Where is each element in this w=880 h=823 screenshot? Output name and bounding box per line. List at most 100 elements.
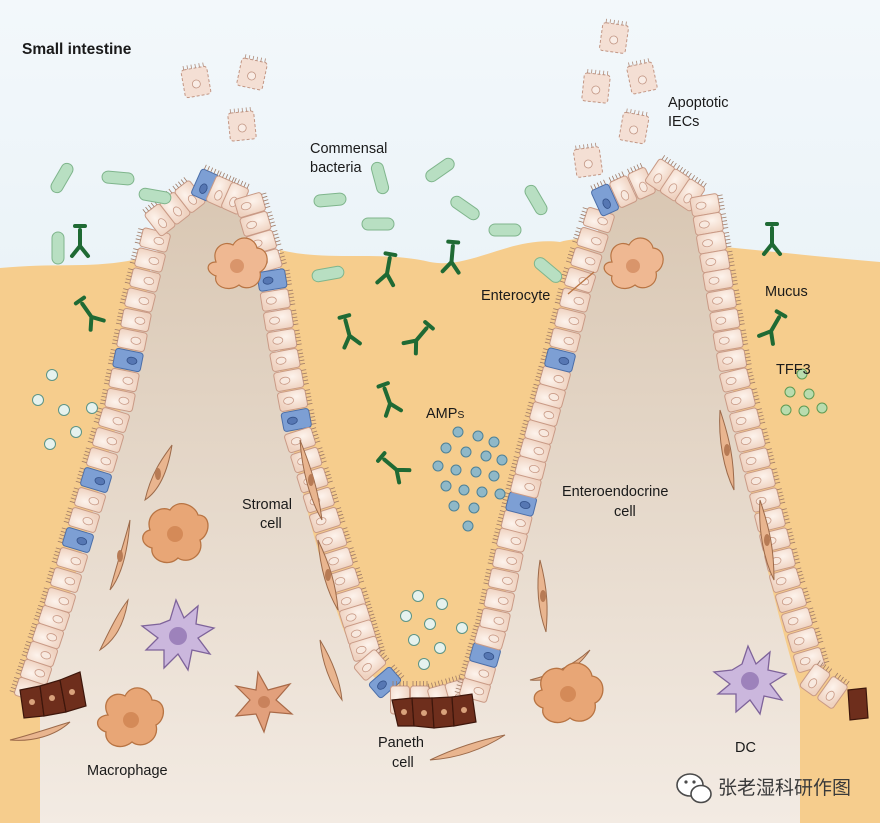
- microvillus: [782, 511, 788, 514]
- microvillus: [766, 448, 772, 451]
- antibody-shape: [375, 251, 398, 288]
- microvillus: [82, 457, 88, 460]
- microvillus: [761, 428, 767, 431]
- microvillus: [338, 513, 344, 517]
- microvillus: [87, 440, 93, 444]
- microvillus: [399, 675, 405, 680]
- microvillus: [311, 427, 317, 430]
- epithelial-cell: [692, 212, 729, 236]
- microvillus: [757, 411, 763, 414]
- epithelial-cell: [699, 249, 735, 274]
- microvillus: [370, 617, 376, 620]
- microvillus: [54, 550, 60, 554]
- microvillus: [688, 172, 692, 178]
- cell-nucleus: [106, 437, 118, 446]
- microvillus: [303, 382, 309, 385]
- microvillus: [131, 255, 137, 258]
- cell-nucleus: [112, 417, 124, 426]
- microvillus: [803, 590, 809, 594]
- epithelial-cell: [549, 307, 586, 333]
- microvillus: [484, 579, 490, 581]
- microvillus: [83, 454, 89, 457]
- microvillus: [499, 510, 505, 513]
- microvillus: [120, 298, 126, 301]
- cell-nucleus: [825, 690, 835, 701]
- microvillus: [496, 523, 502, 526]
- microvillus: [178, 181, 182, 186]
- microvillus: [506, 484, 512, 487]
- microvillus: [78, 470, 84, 474]
- cell-nucleus: [519, 500, 531, 509]
- microvillus: [754, 398, 760, 401]
- antibody: [440, 239, 461, 275]
- microvillus: [647, 58, 650, 63]
- microvillus: [501, 502, 507, 505]
- epithelial-cell: [45, 567, 82, 593]
- microvillus: [237, 179, 240, 185]
- cell-nucleus: [488, 634, 500, 643]
- cell-nucleus: [130, 336, 142, 345]
- microvillus: [91, 427, 97, 430]
- microvillus: [520, 429, 526, 433]
- antibody: [401, 320, 435, 356]
- microvillus: [377, 639, 383, 642]
- cell-nucleus: [240, 202, 252, 211]
- microvillus: [468, 642, 474, 645]
- epithelial-cell: [129, 247, 166, 273]
- cell-nucleus: [64, 577, 76, 586]
- microvillus: [298, 352, 304, 355]
- microvillus: [332, 493, 338, 497]
- microvillus: [562, 270, 568, 273]
- tff3-particles: [780, 368, 828, 417]
- microvillus: [694, 177, 698, 182]
- epithelial-cell: [51, 547, 88, 573]
- microvillus: [118, 309, 124, 311]
- microvillus: [724, 235, 730, 238]
- microvillus: [12, 680, 18, 683]
- microvillus: [355, 570, 362, 573]
- microvillus: [301, 369, 307, 371]
- cell-nucleus: [524, 482, 535, 491]
- epithelial-cell: [524, 401, 561, 427]
- epithelial-cell: [63, 507, 100, 533]
- microvillus: [132, 251, 138, 254]
- microvillus: [128, 268, 134, 271]
- label-apoptotic-iecs-line2: IECs: [668, 114, 699, 130]
- microvillus: [274, 236, 280, 239]
- microvillus: [269, 221, 275, 224]
- microvillus: [793, 555, 799, 558]
- microvillus: [615, 174, 618, 180]
- cell-nucleus: [275, 356, 287, 365]
- microvillus: [476, 615, 482, 618]
- microvillus: [582, 207, 588, 210]
- microvillus: [553, 308, 559, 311]
- microvillus: [509, 474, 515, 477]
- microvillus: [64, 517, 70, 520]
- microvillus: [806, 600, 812, 604]
- cell-nucleus: [502, 576, 513, 585]
- microvillus: [820, 647, 826, 650]
- microvillus: [485, 572, 491, 575]
- microvillus: [563, 267, 569, 270]
- microvillus: [507, 480, 513, 483]
- epithelial-cell: [111, 327, 148, 353]
- cell-nucleus: [377, 680, 387, 690]
- microvillus: [368, 610, 374, 613]
- microvillus: [484, 575, 490, 578]
- antibody: [73, 295, 106, 332]
- microvillus: [760, 421, 766, 424]
- cell-nucleus: [172, 206, 182, 217]
- cell-nucleus: [639, 181, 648, 193]
- microvillus: [364, 597, 370, 600]
- microvillus: [340, 520, 346, 523]
- microvillus: [645, 111, 648, 117]
- microvillus: [528, 401, 534, 404]
- epithelial-cell: [554, 287, 591, 313]
- epithelial-cell: [729, 407, 766, 433]
- microvillus: [246, 183, 250, 189]
- cell-nucleus: [755, 496, 767, 505]
- microvillus: [840, 676, 844, 682]
- microvillus: [349, 550, 355, 553]
- amp-particle: [440, 480, 452, 492]
